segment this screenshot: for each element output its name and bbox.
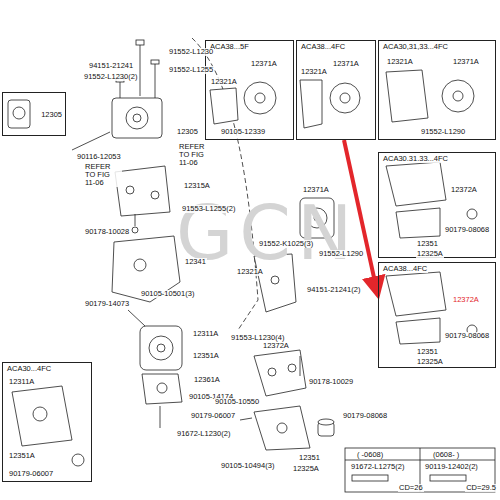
part-number: 90105-10501(3): [140, 290, 195, 298]
part-number: 12351: [416, 348, 439, 356]
inset-heading: 12305: [40, 111, 63, 119]
part-number: 91553-L1255(2): [181, 205, 236, 213]
part-number: 12351: [298, 454, 321, 462]
part-number: 90178-10029: [308, 378, 354, 386]
part-number: 90105-10494(3): [220, 462, 275, 470]
part-number: 91672-L1275(2): [350, 463, 405, 471]
part-number: 12321A: [300, 68, 328, 76]
part-number: 12351A: [8, 452, 36, 460]
inset-frame: 12305: [2, 92, 66, 136]
part-number: 90119-12402(2): [424, 463, 479, 471]
inset-heading: ACA30,31,33...4FC: [382, 43, 449, 51]
part-number: 12321A: [210, 78, 238, 86]
inset-frame: ACA38...4FC: [296, 40, 376, 140]
part-number: 12325A: [416, 358, 444, 366]
reference-note: REFER TO FIG 11-06: [178, 143, 216, 167]
part-number: CD=29.5: [465, 484, 497, 492]
inset-frame: ACA38...5F: [205, 40, 294, 140]
part-number: 90179-14073: [84, 300, 130, 308]
part-number: 12325A: [292, 465, 320, 473]
part-number: 12371A: [452, 58, 480, 66]
inset-heading: ACA38...4FC: [382, 265, 428, 273]
part-number: 90178-10028: [84, 228, 130, 236]
part-number: 12351A: [192, 352, 220, 360]
part-number: 91552-L1290: [420, 128, 466, 136]
part-number: 12371A: [250, 60, 278, 68]
part-number: 90179-08068: [444, 226, 490, 234]
part-number: 90179-06007: [190, 412, 236, 420]
inset-heading: ACA38...4FC: [300, 43, 346, 51]
part-number: 94151-21241: [88, 62, 134, 70]
part-number: 12325A: [416, 250, 444, 258]
reference-note: REFER TO FIG 11-06: [84, 163, 122, 187]
part-number: 12321A: [386, 58, 414, 66]
part-number: 12371A: [302, 186, 330, 194]
part-number: 12315A: [183, 182, 211, 190]
inset-heading: ACA38...5F: [209, 43, 250, 51]
part-number: 12305: [176, 128, 199, 136]
part-number: 12321A: [236, 268, 264, 276]
inset-heading: ACA30...4FC: [6, 365, 52, 373]
part-number: 90179-06007: [8, 470, 54, 478]
part-number: 94151-21241(2): [306, 286, 361, 294]
part-number: 12372A: [452, 296, 480, 304]
part-number: 90105-10550: [214, 398, 260, 406]
part-number: 12311A: [192, 330, 219, 338]
part-number: 90105-12339: [220, 128, 266, 136]
part-number: 12371A: [332, 60, 360, 68]
part-number: 12372A: [262, 342, 290, 350]
part-number: 91672-L1230(2): [176, 430, 231, 438]
part-number: 90116-12053: [76, 153, 122, 161]
part-number: 12361A: [193, 376, 221, 384]
part-number: CD=26: [398, 484, 424, 492]
part-number: 91552-L1290: [318, 250, 364, 258]
inset-heading: ACA30.31.33...4FC: [382, 155, 449, 163]
inset-frame: ACA30,31,33...4FC: [378, 40, 496, 140]
part-number: 91552-L1255: [168, 66, 214, 74]
part-number: 91552-K1025(3): [258, 240, 314, 248]
part-number: 12351: [416, 240, 439, 248]
part-number: 91552-L1230(2): [83, 73, 138, 81]
part-number: 91553-L1230(4): [230, 334, 285, 342]
part-number: ( -0608): [356, 451, 384, 459]
part-number: 12372A: [450, 186, 478, 194]
part-number: 90179-08068: [444, 332, 490, 340]
part-number: 90179-08068: [342, 412, 388, 420]
part-number: 12311A: [8, 378, 35, 386]
part-number: (0608- ): [432, 451, 460, 459]
part-number: 12341: [184, 258, 207, 266]
part-number: 91552-L1230: [168, 48, 214, 56]
